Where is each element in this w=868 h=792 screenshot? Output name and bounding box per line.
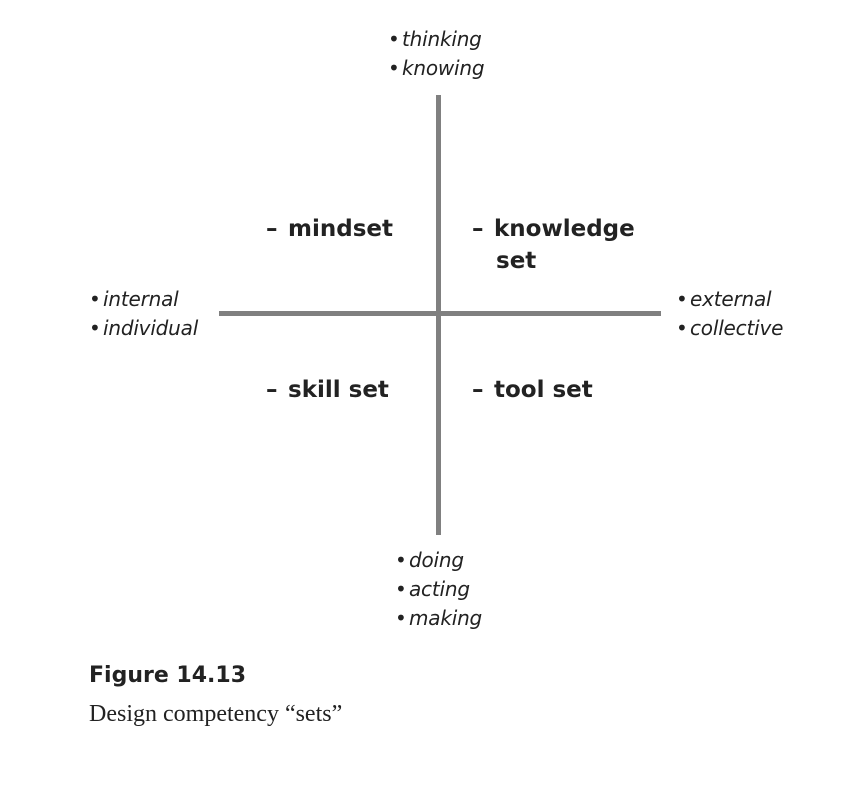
figure-label: Figure 14.13 <box>89 663 246 688</box>
pole-right-item-collective: collective <box>676 314 783 343</box>
pole-top-item-knowing: knowing <box>388 54 485 83</box>
pole-bottom-list: doing acting making <box>395 546 482 633</box>
pole-bottom-item-making: making <box>395 604 482 633</box>
quadrant-skill-label: skill set <box>288 377 389 403</box>
pole-left-item-individual: individual <box>89 314 198 343</box>
horizontal-axis <box>219 311 661 316</box>
quadrant-tool-label: tool set <box>494 377 593 403</box>
quadrant-mindset: –mindset <box>266 213 393 245</box>
pole-top-item-thinking: thinking <box>388 25 484 54</box>
pole-right-list: external collective <box>676 285 783 343</box>
quadrant-dash: – <box>472 377 484 403</box>
quadrant-tool-set: –tool set <box>472 374 593 406</box>
figure-caption: Design competency “sets” <box>89 701 343 727</box>
pole-bottom-item-doing: doing <box>395 546 482 575</box>
quadrant-dash: – <box>266 216 278 242</box>
quadrant-dash: – <box>266 377 278 403</box>
pole-left-item-internal: internal <box>89 285 198 314</box>
pole-left-list: internal individual <box>89 285 198 343</box>
quadrant-knowledge-label-line1: knowledge <box>494 216 635 242</box>
pole-bottom-item-acting: acting <box>395 575 482 604</box>
pole-right-item-external: external <box>676 285 783 314</box>
quadrant-dash: – <box>472 216 484 242</box>
pole-top-list: thinking knowing <box>388 25 485 83</box>
quadrant-skill-set: –skill set <box>266 374 389 406</box>
quadrant-knowledge-set: –knowledge set <box>472 213 635 277</box>
quadrant-mindset-label: mindset <box>288 216 393 242</box>
quadrant-knowledge-label-line2: set <box>496 248 537 274</box>
